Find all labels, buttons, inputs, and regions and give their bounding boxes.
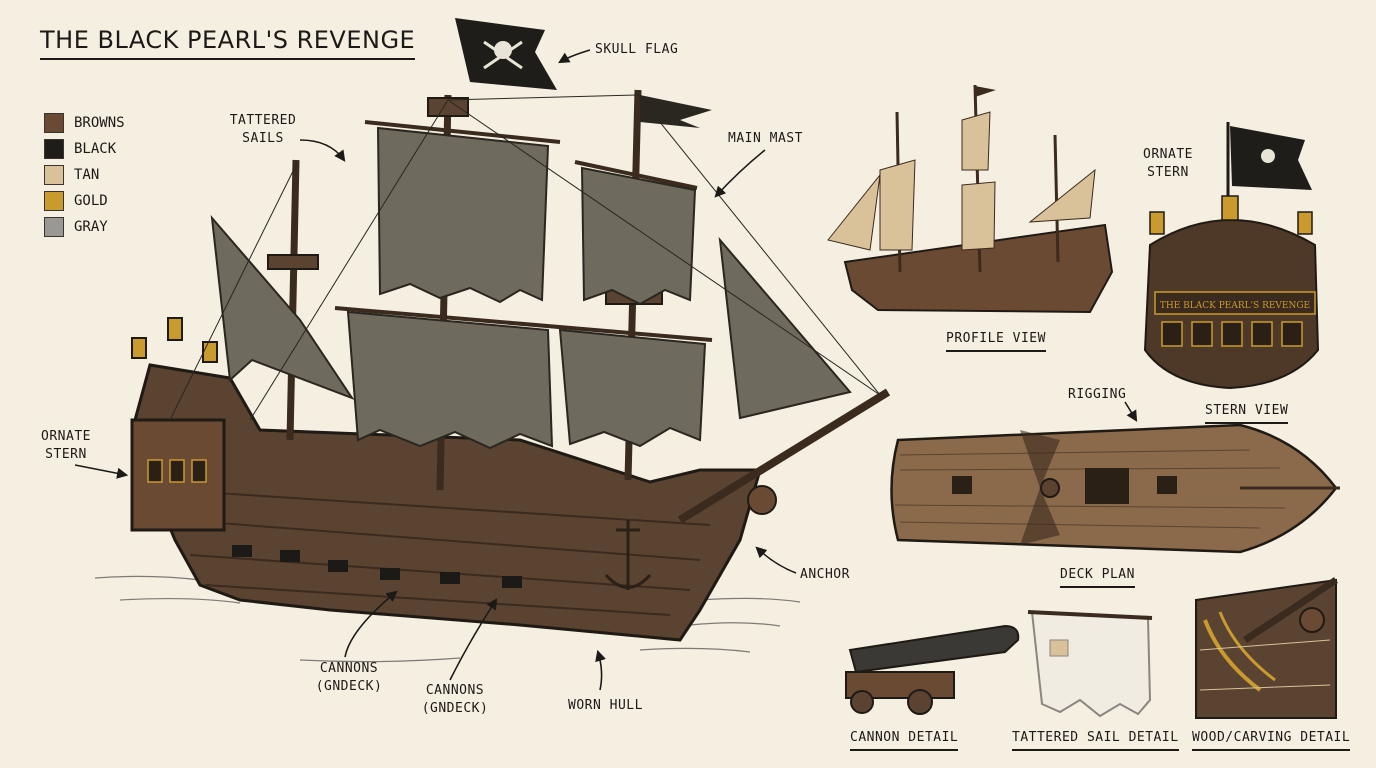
legend-item: GOLD	[44, 188, 125, 214]
caption-stern-view: STERN VIEW	[1205, 402, 1289, 424]
figurehead	[747, 485, 777, 515]
tattered-sails	[210, 126, 852, 450]
callout-cannons-a: CANNONS (GNDECK)	[308, 660, 390, 696]
callout-tattered-sails: TATTERED SAILS	[226, 112, 300, 148]
profile-view-drawing	[827, 84, 1114, 314]
callout-anchor: ANCHOR	[800, 567, 850, 582]
stern-view-drawing	[1143, 122, 1320, 390]
legend-item: TAN	[44, 162, 125, 188]
legend-label: GOLD	[74, 193, 108, 209]
water-lines	[94, 575, 801, 663]
callout-tattered-sails-line1: TATTERED	[229, 113, 297, 128]
caption-sail-detail: TATTERED SAIL DETAIL	[1012, 729, 1179, 751]
legend-label: BLACK	[74, 141, 117, 157]
caption-profile-view: PROFILE VIEW	[946, 330, 1046, 352]
caption-cannon-detail: CANNON DETAIL	[850, 729, 959, 751]
callout-cannons-b-line1: CANNONS	[425, 683, 485, 698]
callout-tattered-sails-line2: SAILS	[242, 131, 284, 146]
skull-icon	[483, 40, 523, 70]
caption-deck-plan: DECK PLAN	[1060, 566, 1135, 588]
legend-swatch	[44, 113, 64, 133]
wood-detail-drawing	[1195, 577, 1338, 719]
sail-detail-drawing	[1027, 610, 1153, 718]
gunports	[232, 545, 522, 588]
legend-label: TAN	[74, 167, 100, 183]
legend-label: BROWNS	[74, 115, 125, 131]
callout-arrows	[74, 49, 797, 691]
pennant-flag	[640, 95, 712, 128]
page-title: THE BLACK PEARL'S REVENGE	[40, 26, 416, 60]
rigging-lines	[169, 94, 881, 421]
lanterns	[131, 317, 218, 363]
callout-cannons-b-line2: (GNDECK)	[421, 701, 489, 716]
yards	[334, 120, 713, 342]
bowsprit	[677, 388, 891, 524]
callout-ornate-stern-left-line1: ORNATE	[41, 429, 91, 444]
callout-rigging: RIGGING	[1068, 387, 1127, 402]
callout-worn-hull: WORN HULL	[568, 698, 643, 713]
callout-main-mast: MAIN MAST	[728, 131, 803, 146]
caption-wood-detail: WOOD/CARVING DETAIL	[1192, 729, 1351, 751]
legend-swatch	[44, 165, 64, 185]
cannon-detail-drawing	[845, 624, 1020, 715]
legend-swatch	[44, 217, 64, 237]
stern-windows	[147, 459, 207, 483]
legend-swatch	[44, 191, 64, 211]
callout-cannons-a-line1: CANNONS	[319, 661, 379, 676]
callout-ornate-stern-right-line1: ORNATE	[1143, 147, 1193, 162]
main-ship	[94, 18, 891, 663]
legend-swatch	[44, 139, 64, 159]
anchor-icon	[604, 520, 652, 590]
callout-cannons-b: CANNONS (GNDECK)	[414, 682, 496, 718]
legend-item: BLACK	[44, 136, 125, 162]
callout-ornate-stern-left: ORNATE STERN	[30, 428, 102, 464]
rigging-arrow	[1124, 401, 1138, 422]
callout-ornate-stern-right: ORNATE STERN	[1132, 146, 1204, 182]
color-legend: BROWNS BLACK TAN GOLD GRAY	[44, 110, 125, 240]
legend-label: GRAY	[74, 219, 108, 235]
callout-skull-flag: SKULL FLAG	[595, 42, 679, 57]
deck-plan-drawing	[890, 423, 1340, 554]
stern-banner-text: THE BLACK PEARL'S REVENGE	[1160, 301, 1310, 311]
callout-cannons-a-line2: (GNDECK)	[315, 679, 383, 694]
legend-item: GRAY	[44, 214, 125, 240]
legend-item: BROWNS	[44, 110, 125, 136]
callout-ornate-stern-right-line2: STERN	[1147, 165, 1189, 180]
callout-ornate-stern-left-line2: STERN	[45, 447, 87, 462]
